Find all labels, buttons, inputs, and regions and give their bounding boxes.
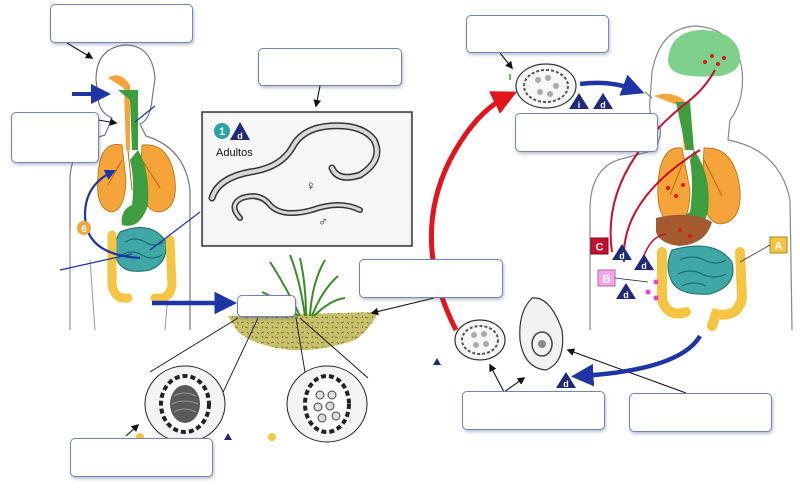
answer-box-bottom-center[interactable] <box>462 391 605 430</box>
answer-box-bottom-left[interactable] <box>70 438 213 477</box>
stage-letter-c: d <box>619 251 625 261</box>
brain <box>668 30 741 77</box>
site-A-text: A <box>775 241 783 253</box>
stage-letter-a: d <box>641 261 647 271</box>
answer-box-top-left[interactable] <box>50 4 193 43</box>
left-colon <box>107 230 177 303</box>
step-6-badge: 6 <box>77 221 91 235</box>
soil-patch <box>228 312 378 351</box>
stage-letter-bottom: d <box>563 379 569 389</box>
left-migration-arrow <box>83 169 141 260</box>
right-small-intestine <box>667 245 734 295</box>
egg-elongated-bottom <box>519 297 564 371</box>
adult-worms-panel: 1 d Adultos ♀ ♂ <box>201 111 413 247</box>
triangle-d-B: d <box>616 283 636 300</box>
site-C-text: C <box>596 242 604 254</box>
site-label-B: B <box>597 269 649 287</box>
diagnostic-triangle-icon-top: d <box>593 93 613 110</box>
adults-label: Adultos <box>216 147 253 159</box>
left-stomach <box>121 150 149 226</box>
infective-triangle-icon: i <box>569 93 589 110</box>
infective-letter: i <box>578 100 581 110</box>
grass-tuft <box>261 254 346 317</box>
answer-box-soil[interactable] <box>237 295 296 317</box>
embryonated-egg-right <box>286 365 368 443</box>
egg-round-bottom <box>454 319 506 361</box>
answer-box-left-middle[interactable] <box>11 112 99 163</box>
fertilized-egg-left <box>144 365 226 443</box>
lung-larvae <box>666 183 685 198</box>
site-label-C: C <box>590 237 609 255</box>
brain-larvae <box>703 54 726 66</box>
answer-box-bottom-right[interactable] <box>629 393 772 432</box>
triangle-d-A: d <box>634 254 654 271</box>
left-esophagus <box>108 75 130 150</box>
female-symbol: ♀ <box>306 178 316 193</box>
adult-stage-number: 1 <box>219 126 225 138</box>
left-small-intestine <box>114 227 167 272</box>
site-label-A: A <box>739 236 788 263</box>
diagnostic-letter-top: d <box>600 100 606 110</box>
right-colon <box>657 247 748 331</box>
diagnostic-letter: d <box>237 131 243 141</box>
male-symbol: ♂ <box>318 214 328 229</box>
adult-stage-number-badge: 1 <box>214 123 230 139</box>
stage-letter-b: d <box>623 290 629 300</box>
diagnostic-triangle-icon: d <box>230 122 250 141</box>
answer-box-top-right[interactable] <box>466 15 609 53</box>
site-B-larvae <box>645 265 659 301</box>
step-6-number: 6 <box>81 224 87 235</box>
diagnostic-triangle-icon-bottom: d <box>556 372 576 389</box>
infective-egg-top <box>515 63 577 109</box>
liver <box>656 214 712 246</box>
site-B-text: B <box>603 274 611 286</box>
excretion-arrow <box>571 334 702 387</box>
answer-box-right-middle[interactable] <box>515 113 658 152</box>
answer-box-adults[interactable] <box>258 48 402 86</box>
answer-box-center[interactable] <box>359 259 503 298</box>
ingestion-arrow <box>579 74 645 96</box>
triangle-d-C: d <box>612 244 632 261</box>
